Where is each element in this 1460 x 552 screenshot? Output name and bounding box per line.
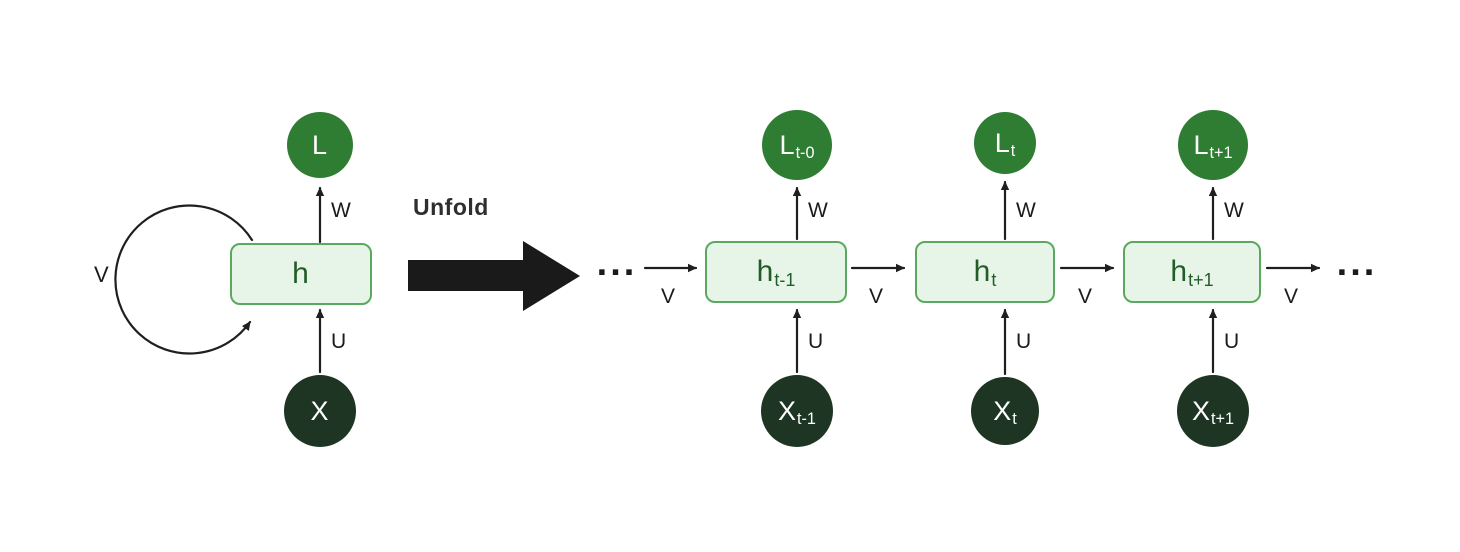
loss-label: L <box>1193 129 1209 160</box>
w-weight-label-t+1: W <box>1224 199 1244 222</box>
v-weight-label-2: V <box>868 285 884 308</box>
hidden-subscript: t <box>991 270 997 291</box>
v-weight-label-1: V <box>660 285 676 308</box>
w-weight-label-t-1: W <box>808 199 828 222</box>
hidden-subscript: t-1 <box>774 270 796 291</box>
input-subscript: t-1 <box>797 410 816 429</box>
hidden-subscript: t+1 <box>1188 270 1214 291</box>
v-weight-label-3: V <box>1077 285 1093 308</box>
u-weight-label-t: U <box>1016 330 1032 353</box>
input-label: X <box>993 395 1012 426</box>
w-weight-label-t: W <box>1016 199 1036 222</box>
loss-label: L <box>311 129 328 160</box>
unfold-label: Unfold <box>413 194 489 220</box>
hidden-label: h <box>973 255 991 288</box>
u-weight-label-t+1: U <box>1224 330 1240 353</box>
loss-label: L <box>779 129 795 160</box>
input-label: X <box>778 395 797 426</box>
u-weight-label-folded: U <box>331 330 347 353</box>
input-label: X <box>310 395 329 426</box>
loss-node-folded: L <box>287 112 353 178</box>
input-node-folded: X <box>284 375 356 447</box>
ellipsis-right: ... <box>1336 242 1378 284</box>
w-weight-label-folded: W <box>331 199 351 222</box>
ellipsis-left: ... <box>596 242 638 284</box>
hidden-label: h <box>292 257 309 290</box>
loss-subscript: t-0 <box>795 144 815 163</box>
self-loop-arrow <box>114 204 254 355</box>
u-weight-label-t-1: U <box>808 330 824 353</box>
loss-subscript: t+1 <box>1209 144 1233 163</box>
loss-subscript: t <box>1010 142 1016 161</box>
hidden-label: h <box>756 255 774 288</box>
input-label: X <box>1192 395 1211 426</box>
hidden-label: h <box>1170 255 1188 288</box>
input-subscript: t+1 <box>1211 410 1234 429</box>
input-subscript: t <box>1012 410 1017 429</box>
hidden-node-folded: h <box>230 243 372 305</box>
unfold-arrow <box>408 241 580 311</box>
loss-label: L <box>994 127 1010 158</box>
v-weight-label-folded: V <box>94 262 109 287</box>
v-weight-label-4: V <box>1283 285 1299 308</box>
